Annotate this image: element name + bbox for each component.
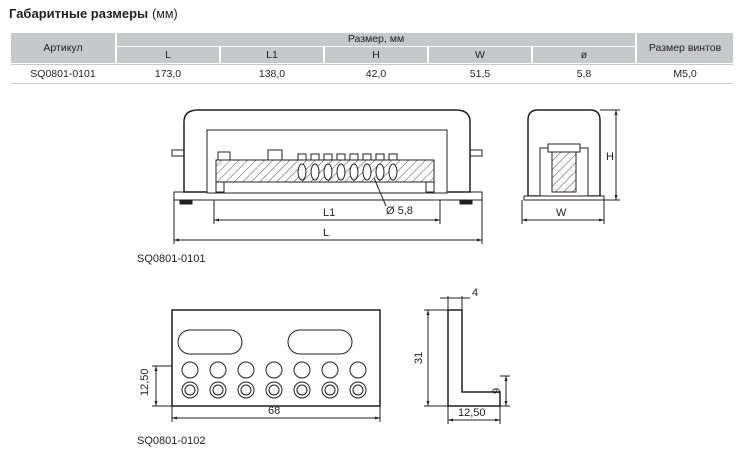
cell-screw: M5,0 — [673, 68, 697, 80]
dim-plate-height: 12,50 — [139, 368, 151, 396]
dim-l-label: L — [323, 227, 329, 239]
bracket-view — [424, 296, 510, 424]
cell-article: SQ0801-0101 — [30, 68, 96, 80]
front-insulator-right — [425, 181, 435, 193]
header-screw-size: Размер винтов — [637, 33, 733, 63]
dim-foot-height: 9 — [491, 388, 503, 394]
header-diameter: ø — [533, 47, 635, 63]
table-row: SQ0801-0101 173,0 138,0 42,0 51,5 5,8 M5… — [11, 66, 733, 82]
page-title: Габаритные размеры(мм) — [9, 6, 178, 21]
dim-w-label: W — [556, 207, 567, 219]
dim-foot-width: 12,50 — [458, 407, 486, 419]
dim-thickness: 4 — [472, 287, 478, 299]
table-subheader-row: L L1 H W ø — [11, 47, 733, 63]
cell-l1: 138,0 — [258, 68, 286, 80]
side-view — [521, 109, 620, 224]
front-ear-left — [171, 149, 185, 157]
table-separator — [11, 64, 733, 65]
table-separator — [11, 83, 733, 84]
front-view — [171, 109, 483, 244]
cell-w: 51,5 — [469, 68, 491, 80]
cell-h: 42,0 — [365, 68, 387, 80]
caption-drawing-2: SQ0801-0102 — [137, 435, 206, 447]
front-foot-right — [459, 199, 473, 205]
dim-total-height: 31 — [413, 352, 425, 364]
caption-drawing-1: SQ0801-0101 — [137, 253, 206, 265]
title-text: Габаритные размеры — [9, 6, 149, 21]
cell-diameter: 5,8 — [576, 68, 592, 80]
dim-l1-label: L1 — [323, 207, 335, 219]
header-l: L — [117, 47, 219, 63]
dimensions-table: Артикул Размер, мм Размер винтов L L1 H … — [9, 32, 735, 85]
header-l1: L1 — [221, 47, 323, 63]
plate-view — [152, 309, 381, 422]
front-foot-left — [179, 199, 193, 205]
dim-plate-width: 68 — [268, 405, 280, 417]
title-unit: (мм) — [152, 7, 178, 21]
header-size-group: Размер, мм — [117, 33, 635, 46]
dim-h-label: H — [606, 151, 614, 163]
dim-hole-label: Ø 5,8 — [386, 205, 413, 217]
header-h: H — [325, 47, 427, 63]
header-w: W — [429, 47, 531, 63]
table-header-row: Артикул Размер, мм Размер винтов — [11, 33, 733, 63]
front-insulator-left — [215, 181, 225, 193]
header-article: Артикул — [11, 33, 115, 63]
cell-l: 173,0 — [154, 68, 182, 80]
front-screws — [217, 149, 398, 181]
front-ear-right — [469, 149, 483, 157]
